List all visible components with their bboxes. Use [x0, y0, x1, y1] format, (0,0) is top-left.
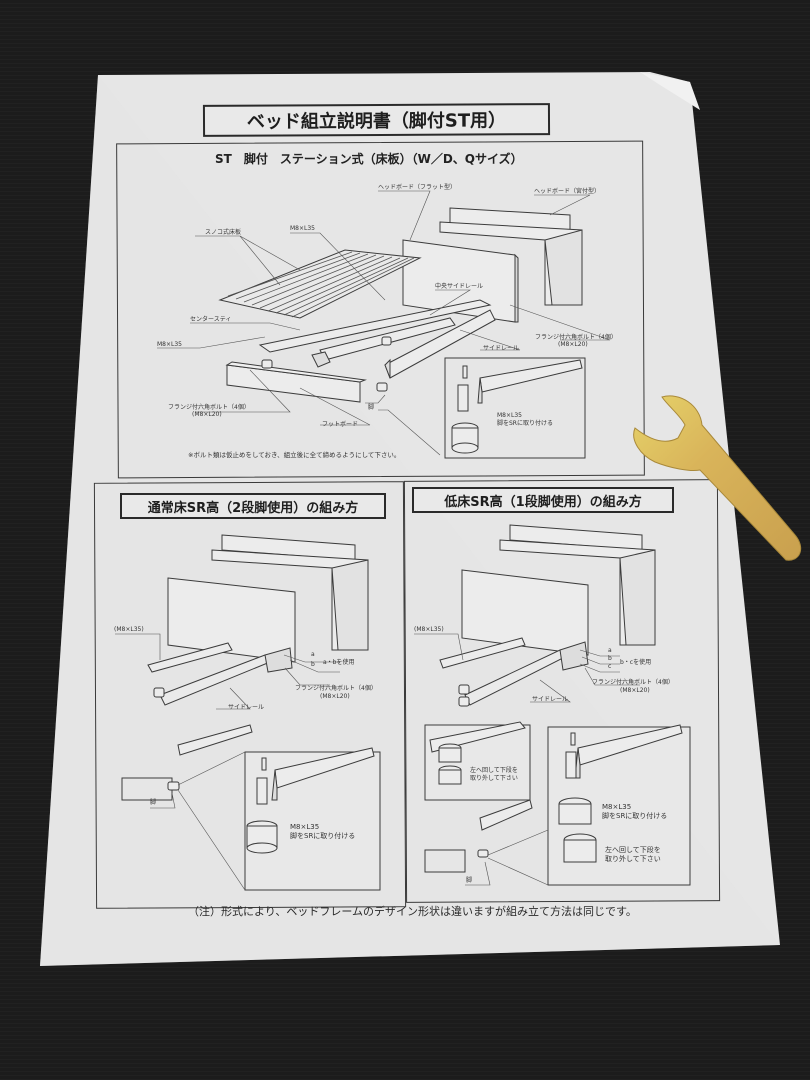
- left-label-leg: 脚: [150, 799, 157, 806]
- right-label-leg: 脚: [466, 877, 473, 884]
- right-label-bc-use: b・cを使用: [620, 659, 652, 666]
- main-section-heading: ST 脚付 ステーション式（床板）（W／D、Qサイズ）: [215, 152, 523, 166]
- right-inset-text-1: 左へ回して下段を: [470, 767, 518, 774]
- right-inset-text-2: 取り外して下さい: [470, 775, 518, 782]
- left-label-flange-bolt-size: (M8×L20): [320, 693, 350, 700]
- label-flange-bolt-left: フランジ付六角ボルト（4個）: [168, 404, 250, 411]
- right-label-b: b: [608, 655, 612, 662]
- label-headboard-shelf: ヘッドボード（宮付型）: [534, 188, 601, 195]
- left-panel-heading-box: 通常床SR高（2段脚使用）の組み方: [120, 493, 386, 519]
- label-slatted-base: スノコ式床板: [205, 229, 242, 236]
- right-label-flange-bolt: フランジ付六角ボルト（4個）: [592, 679, 674, 686]
- right-label-detail-text-2: 左へ回して下段を: [605, 846, 661, 854]
- label-flange-bolt-right-size: (M8×L20): [558, 341, 588, 348]
- right-label-detail-bolt: M8×L35: [602, 803, 632, 811]
- left-label-ab-use: a・bを使用: [323, 659, 355, 666]
- label-center-side-rail: 中央サイドレール: [435, 283, 484, 290]
- left-panel-heading: 通常床SR高（2段脚使用）の組み方: [147, 500, 359, 516]
- label-center-stay: センタースティ: [190, 316, 232, 323]
- left-label-bolt: (M8×L35): [114, 626, 144, 633]
- bottom-note: （注）形式により、ベッドフレームのデザイン形状は違いますが組み立て方法は同じです…: [188, 905, 637, 918]
- right-label-side-rail: サイドレール: [532, 696, 569, 703]
- left-label-b: b: [311, 661, 315, 668]
- right-label-a: a: [608, 647, 612, 654]
- right-panel-heading-box: 低床SR高（1段脚使用）の組み方: [412, 487, 674, 513]
- label-bolt-top: M8×L35: [290, 225, 315, 232]
- label-side-rail: サイドレール: [483, 345, 520, 352]
- right-label-detail-text-3: 取り外して下さい: [605, 855, 661, 863]
- label-flange-bolt-right: フランジ付六角ボルト（4個）: [535, 334, 617, 341]
- right-label-detail-text: 脚をSRに取り付ける: [602, 812, 668, 820]
- right-panel-heading: 低床SR高（1段脚使用）の組み方: [444, 494, 642, 510]
- right-label-flange-bolt-size: (M8×L20): [620, 687, 650, 694]
- label-headboard-flat: ヘッドボード（フラット型）: [378, 184, 457, 191]
- left-label-flange-bolt: フランジ付六角ボルト（4個）: [295, 685, 377, 692]
- right-label-bolt: (M8×L35): [414, 626, 444, 633]
- left-label-side-rail: サイドレール: [228, 704, 265, 711]
- main-footnote: ※ボルト類は仮止めをしておき、組立後に全て締めるようにして下さい。: [188, 451, 401, 459]
- label-detail-bolt: M8×L35: [497, 412, 522, 419]
- label-bolt-left: M8×L35: [157, 341, 182, 348]
- label-footboard: フットボード: [322, 421, 359, 428]
- left-label-detail-bolt: M8×L35: [290, 823, 320, 831]
- left-label-detail-text: 脚をSRに取り付ける: [290, 832, 356, 840]
- left-label-a: a: [311, 651, 315, 658]
- label-leg: 脚: [368, 404, 375, 411]
- label-flange-bolt-left-size: (M8×L20): [192, 411, 222, 418]
- label-detail-text: 脚をSRに取り付ける: [497, 420, 553, 427]
- right-label-c: c: [608, 663, 612, 670]
